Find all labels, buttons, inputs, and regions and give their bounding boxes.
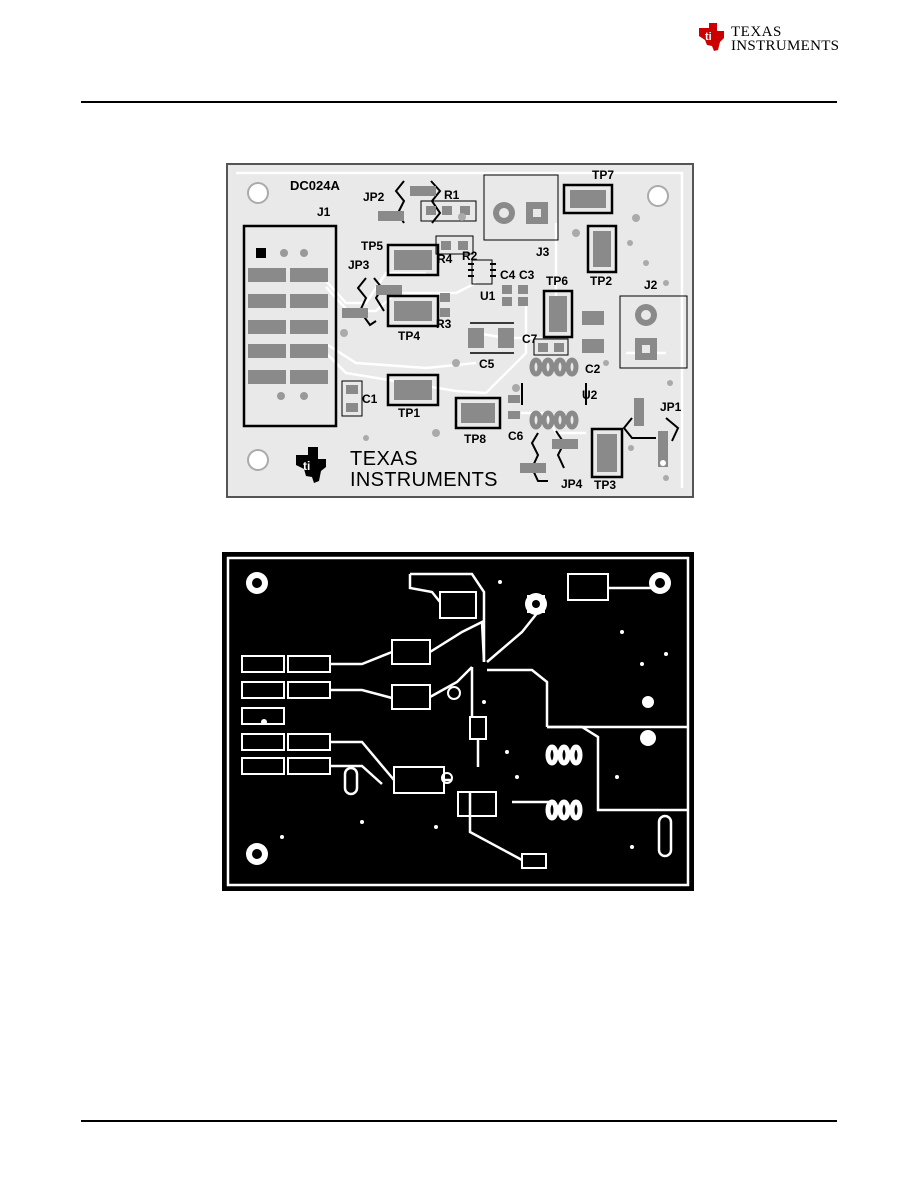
label-u2: U2 [582,388,598,402]
label-j2: J2 [644,278,658,292]
board-logo-line2: Instruments [350,469,498,491]
header-ti-logo: ti Texas Instruments [697,18,839,54]
label-tp7: TP7 [592,168,614,182]
svg-text:ti: ti [705,31,712,43]
label-tp5: TP5 [361,239,383,253]
label-r1: R1 [444,188,460,202]
label-u1: U1 [480,289,496,303]
board-logo-line1: Texas [350,448,418,470]
j1-pin1 [256,248,266,258]
label-jp4: JP4 [561,477,583,491]
label-j3: J3 [536,245,550,259]
vias [340,213,673,481]
label-c6: C6 [508,429,524,443]
label-jp3: JP3 [348,258,370,272]
label-tp4: TP4 [398,329,420,343]
bottom-vias [280,580,668,849]
ti-logo-icon: ti Texas Instruments [699,23,839,54]
j1-pads [248,268,328,384]
label-tp6: TP6 [546,274,568,288]
header-brand-line2: Instruments [731,38,839,54]
label-jp1: JP1 [660,400,682,414]
label-tp8: TP8 [464,432,486,446]
label-c3: C3 [519,268,535,282]
label-r3: R3 [436,317,452,331]
label-jp2: JP2 [363,190,385,204]
footer-rule [81,1120,837,1122]
pcb-top-layer: DC024A J1 JP2 R1 J3 TP7 [226,163,694,498]
header-brand-line1: Texas [731,24,782,40]
label-c1: C1 [362,392,378,406]
label-r4: R4 [437,252,453,266]
bottom-traces [330,572,688,862]
label-c5: C5 [479,357,495,371]
board-ti-logo: ti Texas Instruments [296,447,498,491]
label-c2: C2 [585,362,601,376]
svg-text:ti: ti [303,459,310,473]
board-id: DC024A [290,178,340,193]
pcb-bottom-layer [222,552,694,891]
j1-outline [242,224,338,428]
label-j1: J1 [317,205,331,219]
label-r2: R2 [462,249,478,263]
label-tp2: TP2 [590,274,612,288]
label-c4: C4 [500,268,516,282]
label-tp3: TP3 [594,478,616,492]
label-tp1: TP1 [398,406,420,420]
header-rule [81,101,837,103]
